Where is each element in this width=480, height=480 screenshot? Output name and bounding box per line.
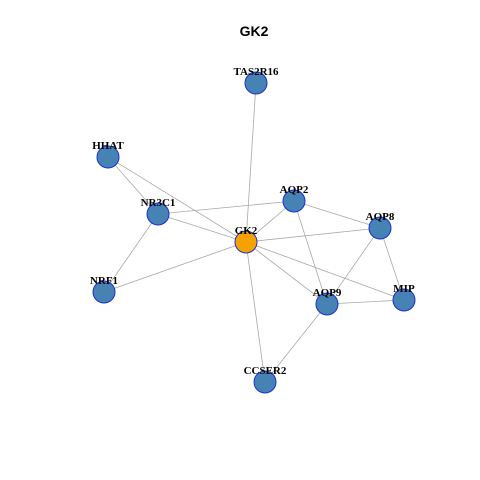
- edge-gk2-nr3c1: [157, 213, 247, 243]
- node-tas2r16: TAS2R16: [233, 66, 279, 95]
- node-circle-ccser2: [253, 370, 277, 394]
- node-hhat: HHAT: [92, 140, 124, 169]
- node-circle-tas2r16: [244, 71, 268, 95]
- edge-gk2-hhat: [107, 156, 247, 243]
- node-circle-aqp9: [315, 292, 339, 316]
- edges-layer: [103, 82, 405, 383]
- edge-gk2-aqp8: [245, 227, 381, 243]
- node-label-mip: MIP: [393, 283, 415, 295]
- node-circle-nrf1: [92, 280, 116, 304]
- edge-hhat-nr3c1: [107, 156, 159, 215]
- node-circle-mip: [392, 288, 416, 312]
- node-label-aqp2: AQP2: [280, 184, 309, 196]
- edge-aqp8-mip: [379, 227, 405, 301]
- edge-aqp2-aqp9: [293, 200, 328, 305]
- node-circle-hhat: [96, 145, 120, 169]
- node-circle-aqp2: [282, 189, 306, 213]
- node-aqp9: AQP9: [313, 287, 342, 316]
- node-gk2: GK2: [234, 225, 258, 254]
- edge-nr3c1-aqp2: [157, 200, 295, 215]
- node-aqp2: AQP2: [280, 184, 309, 213]
- diagram-title: GK2: [240, 23, 269, 39]
- node-aqp8: AQP8: [366, 211, 395, 240]
- edge-gk2-ccser2: [245, 241, 266, 383]
- node-ccser2: CCSER2: [244, 365, 287, 394]
- node-nr3c1: NR3C1: [141, 197, 176, 226]
- edge-gk2-nrf1: [103, 241, 247, 293]
- node-label-hhat: HHAT: [92, 140, 124, 152]
- edge-aqp2-aqp8: [293, 200, 381, 229]
- edge-aqp8-aqp9: [326, 227, 381, 305]
- node-mip: MIP: [392, 283, 416, 312]
- edge-aqp9-mip: [326, 299, 405, 305]
- node-label-nrf1: NRF1: [90, 275, 118, 287]
- edge-nr3c1-nrf1: [103, 213, 159, 293]
- node-circle-gk2: [234, 230, 258, 254]
- node-label-ccser2: CCSER2: [244, 365, 287, 377]
- node-circle-nr3c1: [146, 202, 170, 226]
- edge-gk2-aqp9: [245, 241, 328, 305]
- node-label-nr3c1: NR3C1: [141, 197, 176, 209]
- node-circle-aqp8: [368, 216, 392, 240]
- node-label-aqp8: AQP8: [366, 211, 395, 223]
- node-label-tas2r16: TAS2R16: [233, 66, 279, 78]
- node-label-aqp9: AQP9: [313, 287, 342, 299]
- edge-aqp9-ccser2: [264, 303, 328, 383]
- edge-gk2-tas2r16: [245, 82, 257, 243]
- node-nrf1: NRF1: [90, 275, 118, 304]
- node-label-gk2: GK2: [235, 225, 258, 237]
- edge-gk2-mip: [245, 241, 405, 301]
